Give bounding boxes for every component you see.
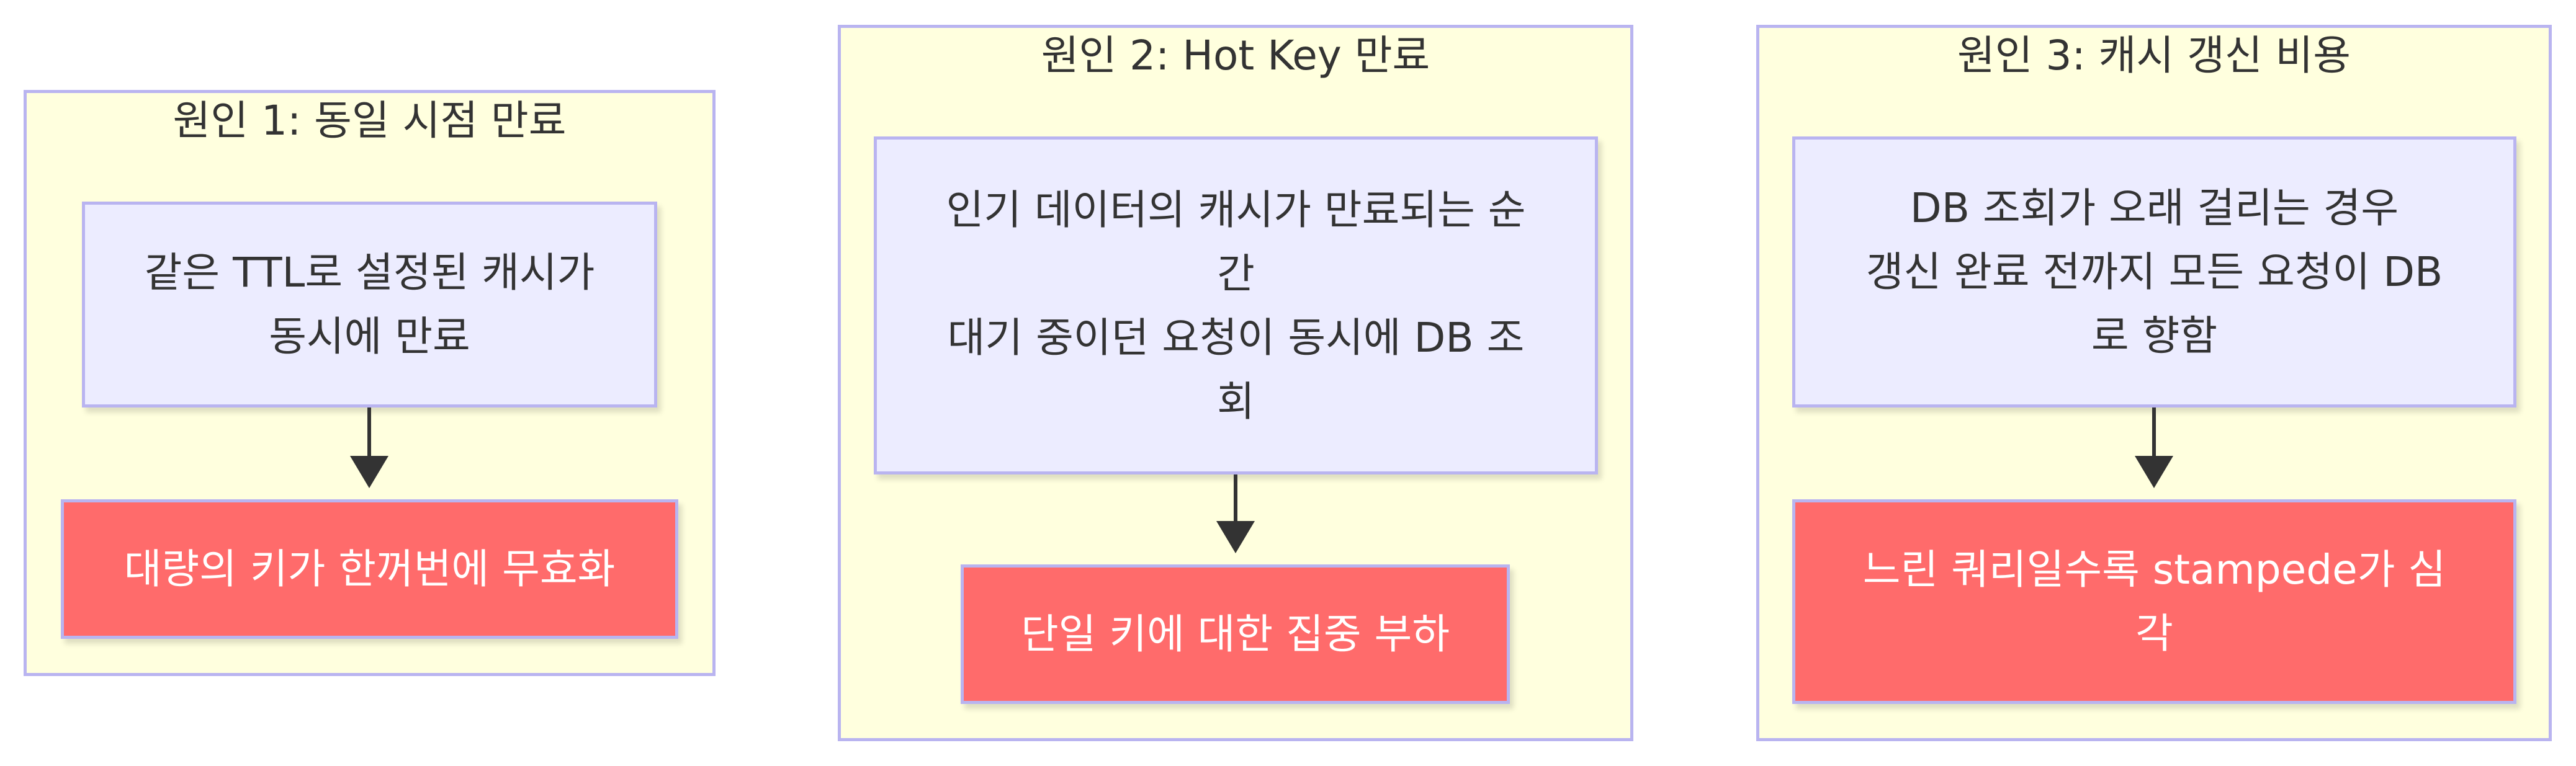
- cause-node-label: DB 조회가 오래 걸리는 경우 갱신 완료 전까지 모든 요청이 DB 로 향…: [1865, 184, 2443, 360]
- cluster-title: 원인 3: 캐시 갱신 비용: [1957, 32, 2351, 79]
- arrow-1-line: [367, 407, 371, 457]
- effect-node-label: 단일 키에 대한 집중 부하: [1020, 610, 1450, 658]
- effect-node-2: 단일 키에 대한 집중 부하: [961, 564, 1510, 704]
- arrow-1-head: [350, 456, 388, 488]
- effect-node-label: 느린 쿼리일수록 stampede가 심 각: [1862, 546, 2446, 657]
- cause-node-2: 인기 데이터의 캐시가 만료되는 순 간 대기 중이던 요청이 동시에 DB 조…: [874, 136, 1598, 474]
- cluster-title: 원인 1: 동일 시점 만료: [173, 97, 567, 145]
- effect-node-3: 느린 쿼리일수록 stampede가 심 각: [1792, 499, 2516, 704]
- effect-node-label: 대량의 키가 한꺼번에 무효화: [123, 545, 616, 593]
- arrow-2-line: [1234, 474, 1237, 523]
- effect-node-1: 대량의 키가 한꺼번에 무효화: [61, 499, 678, 639]
- cause-node-label: 인기 데이터의 캐시가 만료되는 순 간 대기 중이던 요청이 동시에 DB 조…: [946, 185, 1526, 425]
- arrow-3-line: [2152, 407, 2156, 457]
- cause-node-label: 같은 TTL로 설정된 캐시가 동시에 만료: [144, 249, 595, 360]
- arrow-3-head: [2135, 456, 2173, 488]
- cause-node-1: 같은 TTL로 설정된 캐시가 동시에 만료: [82, 202, 657, 407]
- arrow-2-head: [1216, 521, 1255, 553]
- cause-node-3: DB 조회가 오래 걸리는 경우 갱신 완료 전까지 모든 요청이 DB 로 향…: [1792, 136, 2516, 407]
- cluster-title: 원인 2: Hot Key 만료: [1041, 32, 1430, 79]
